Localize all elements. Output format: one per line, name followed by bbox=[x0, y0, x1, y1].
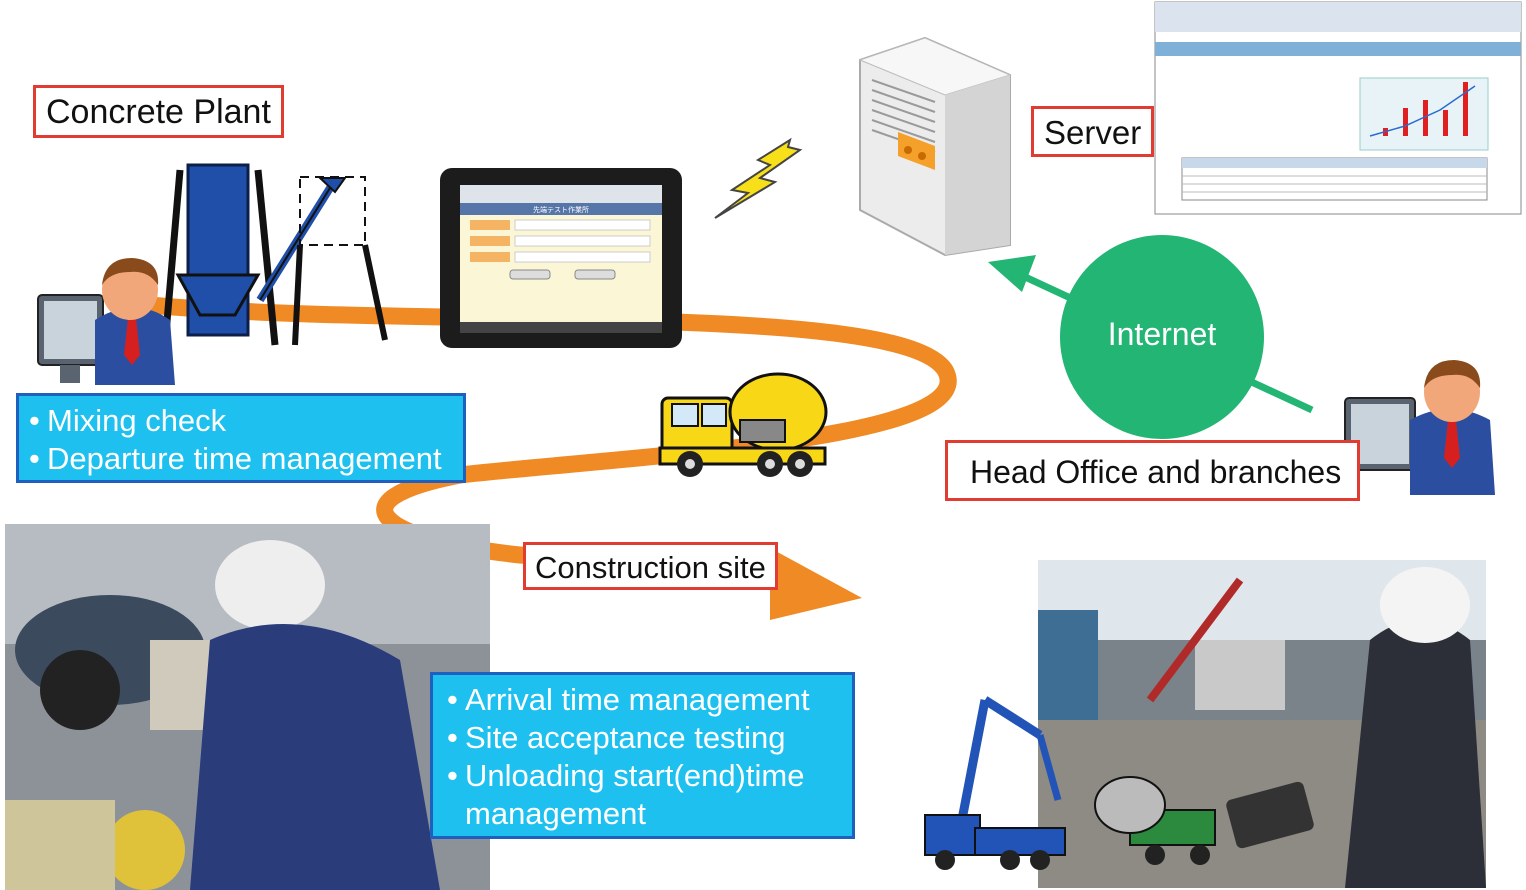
site-task-item: •Arrival time management bbox=[447, 682, 810, 717]
operator-icon bbox=[37, 258, 175, 385]
internet-circle bbox=[1060, 235, 1264, 439]
head-office-label: Head Office and branches bbox=[945, 440, 1360, 501]
svg-text:先端テスト作業所: 先端テスト作業所 bbox=[533, 205, 589, 214]
internet-label: Internet bbox=[1107, 316, 1217, 352]
mixer-truck-icon bbox=[658, 372, 828, 477]
concrete-plant-icon bbox=[161, 163, 388, 346]
site-task-item: management bbox=[465, 796, 646, 831]
route-arrowhead bbox=[770, 548, 862, 620]
internet-arrowhead bbox=[988, 255, 1036, 292]
plant-task-item: •Departure time management bbox=[29, 441, 442, 476]
web-app-screenshot bbox=[1154, 1, 1522, 215]
plant-task-list: •Mixing check •Departure time management bbox=[16, 393, 466, 483]
pump-truck-icon bbox=[924, 696, 1216, 870]
server-label: Server bbox=[1031, 106, 1155, 157]
tablet-icon: 先端テスト作業所 bbox=[440, 168, 682, 348]
office-operator-icon bbox=[1344, 360, 1495, 495]
construction-site-photo bbox=[1038, 560, 1486, 888]
lightning-icon bbox=[714, 137, 803, 219]
site-task-item: •Site acceptance testing bbox=[447, 720, 786, 755]
site-task-list: •Arrival time management •Site acceptanc… bbox=[430, 672, 855, 839]
site-testing-photo bbox=[5, 524, 490, 890]
construction-site-label: Construction site bbox=[523, 542, 778, 590]
concrete-plant-label: Concrete Plant bbox=[33, 85, 284, 138]
site-task-item: •Unloading start(end)time bbox=[447, 758, 805, 793]
server-icon bbox=[858, 36, 1012, 257]
plant-task-item: •Mixing check bbox=[29, 403, 227, 438]
